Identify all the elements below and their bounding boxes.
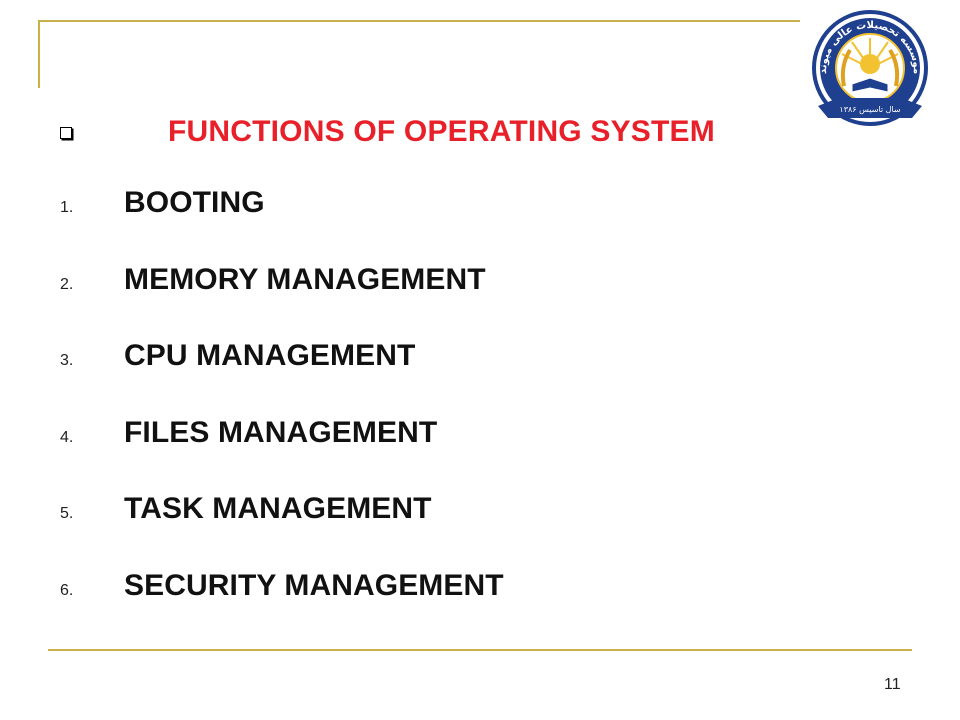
square-bullet-icon — [60, 127, 72, 139]
list-item-label: SECURITY MANAGEMENT — [124, 568, 504, 602]
list-item: 4. FILES MANAGEMENT — [60, 416, 504, 493]
list-item: 6. SECURITY MANAGEMENT — [60, 569, 504, 646]
institution-logo: موسسه تحصیلات عالی میوند سال تاسیس ۱۳۸۶ — [804, 6, 936, 138]
page-number: 11 — [884, 676, 901, 693]
list-item-number: 2. — [60, 275, 74, 293]
list-item-number: 1. — [60, 199, 74, 216]
list-item: 2. MEMORY MANAGEMENT — [60, 263, 504, 340]
list-item: 1. BOOTING — [60, 186, 504, 263]
list-item-number: 5. — [60, 505, 74, 522]
functions-list: 1. BOOTING 2. MEMORY MANAGEMENT 3. CPU M… — [60, 186, 504, 645]
frame-top-line — [38, 20, 800, 22]
list-item-number: 3. — [60, 352, 74, 369]
institution-seal-icon: موسسه تحصیلات عالی میوند سال تاسیس ۱۳۸۶ — [812, 10, 928, 126]
list-item-label: MEMORY MANAGEMENT — [124, 262, 486, 296]
list-item-label: CPU MANAGEMENT — [124, 339, 416, 372]
list-item-label: TASK MANAGEMENT — [124, 492, 432, 525]
frame-bottom-line — [48, 649, 912, 651]
logo-bottom-text: سال تاسیس ۱۳۸۶ — [839, 105, 901, 114]
list-item-number: 6. — [60, 581, 74, 599]
slide-heading-row: FUNCTIONS OF OPERATING SYSTEM — [60, 112, 715, 152]
list-item: 5. TASK MANAGEMENT — [60, 492, 504, 569]
frame-left-line — [38, 20, 40, 88]
list-item-label: FILES MANAGEMENT — [124, 415, 438, 449]
list-item-number: 4. — [60, 428, 74, 446]
list-item: 3. CPU MANAGEMENT — [60, 339, 504, 416]
slide-heading: FUNCTIONS OF OPERATING SYSTEM — [168, 115, 715, 148]
list-item-label: BOOTING — [124, 186, 265, 219]
